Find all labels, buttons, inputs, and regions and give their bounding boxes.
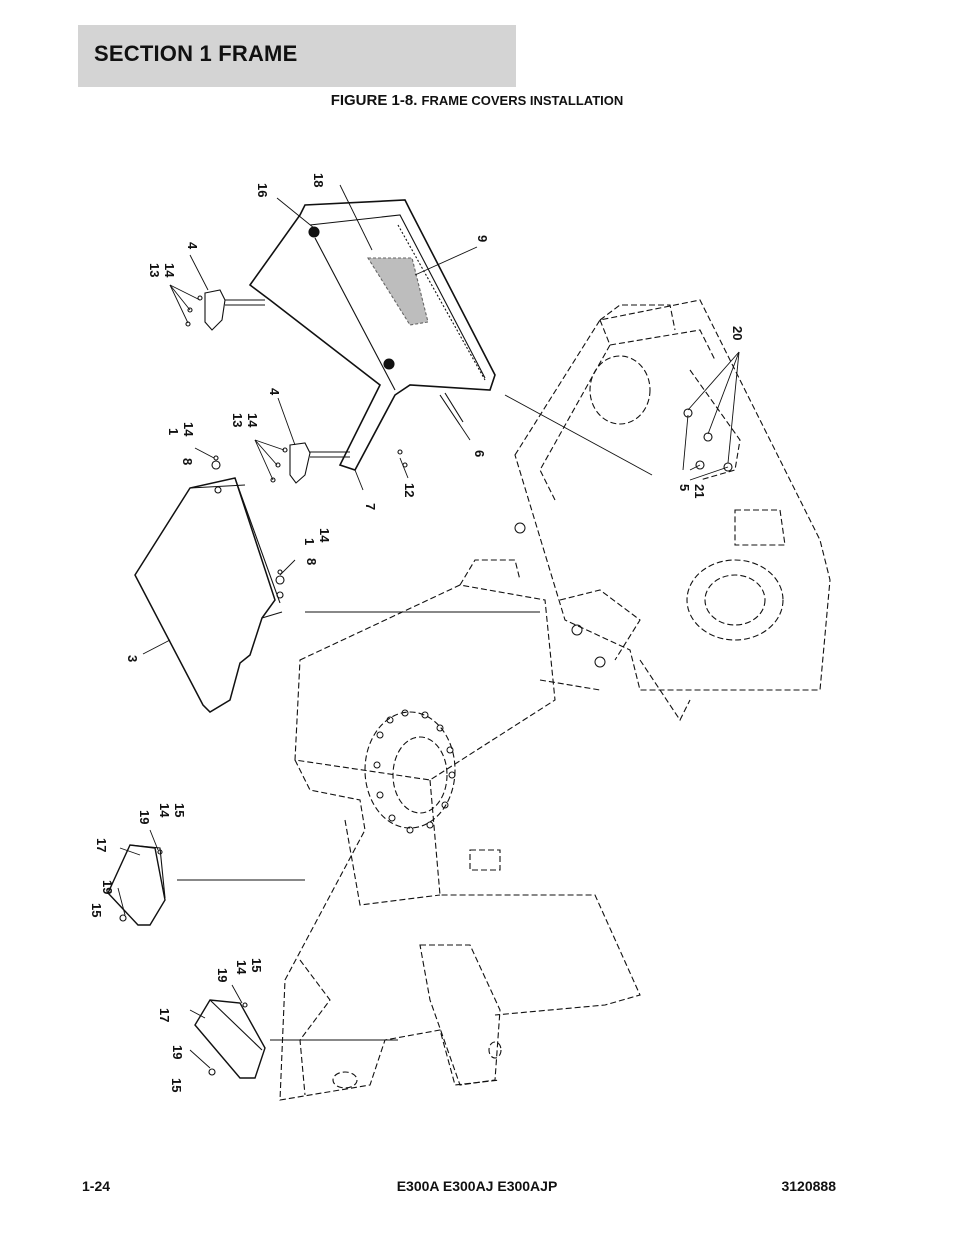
callout-15b: 15 [89, 903, 104, 917]
callout-14f: 14 [234, 960, 249, 975]
callout-4b: 4 [267, 388, 282, 396]
side-cover [134, 455, 285, 713]
figure-title: FIGURE 1-8. FRAME COVERS INSTALLATION [0, 92, 954, 109]
callout-18c: 19 [215, 968, 230, 982]
callout-14: 14 [162, 263, 177, 278]
callout-12: 12 [402, 483, 417, 497]
callout-16: 16 [255, 183, 270, 197]
callout-6: 6 [472, 450, 487, 457]
main-frame [279, 299, 831, 1101]
callout-18d: 19 [170, 1045, 185, 1059]
callout-13b: 13 [230, 413, 245, 427]
callout-14d: 14 [317, 528, 332, 543]
step-cover-lower [194, 999, 266, 1079]
callout-15c: 15 [249, 958, 264, 972]
callout-17b: 17 [157, 1008, 172, 1022]
figure-caption: FRAME COVERS INSTALLATION [421, 93, 624, 108]
callout-20: 20 [730, 326, 745, 340]
model-list: E300A E300AJ E300AJP [396, 1178, 558, 1194]
callout-14e: 14 [157, 803, 172, 818]
leader-lines [117, 184, 740, 1069]
figure-label: FIGURE 1-8. [330, 92, 418, 109]
callout-18: 19 [137, 810, 152, 824]
callout-14b: 14 [245, 413, 260, 428]
step-cover-upper [107, 844, 166, 926]
frame-bolt-holes [373, 522, 606, 834]
part-number: 3120888 [781, 1178, 836, 1194]
callout-labels: 16 18 9 4 13 14 4 13 14 1 14 8 6 7 12 1 … [89, 173, 745, 1092]
callout-14c: 14 [181, 422, 196, 437]
hinge-bracket-lower [270, 442, 408, 484]
callout-15: 15 [172, 803, 187, 817]
section-title: SECTION 1 FRAME [94, 41, 298, 66]
callout-19: 18 [311, 173, 326, 187]
callout-21: 21 [692, 484, 707, 498]
callout-13: 13 [147, 263, 162, 277]
callout-3: 3 [125, 655, 140, 662]
callout-5: 5 [677, 484, 692, 491]
callout-15d: 15 [169, 1078, 184, 1092]
hood-assembly [248, 199, 496, 471]
callout-9: 9 [475, 235, 490, 242]
callout-18b: 19 [100, 880, 115, 894]
callout-1b: 1 [302, 538, 317, 545]
callout-4: 4 [185, 242, 200, 250]
callout-8b: 8 [304, 558, 319, 565]
callout-7: 7 [363, 503, 378, 510]
hinge-bracket-upper [185, 289, 265, 331]
callout-1: 1 [166, 428, 181, 435]
callout-8: 8 [180, 458, 195, 465]
page-number: 1-24 [82, 1178, 111, 1194]
section-header: SECTION 1 FRAME [78, 25, 516, 87]
callout-17: 17 [94, 838, 109, 852]
